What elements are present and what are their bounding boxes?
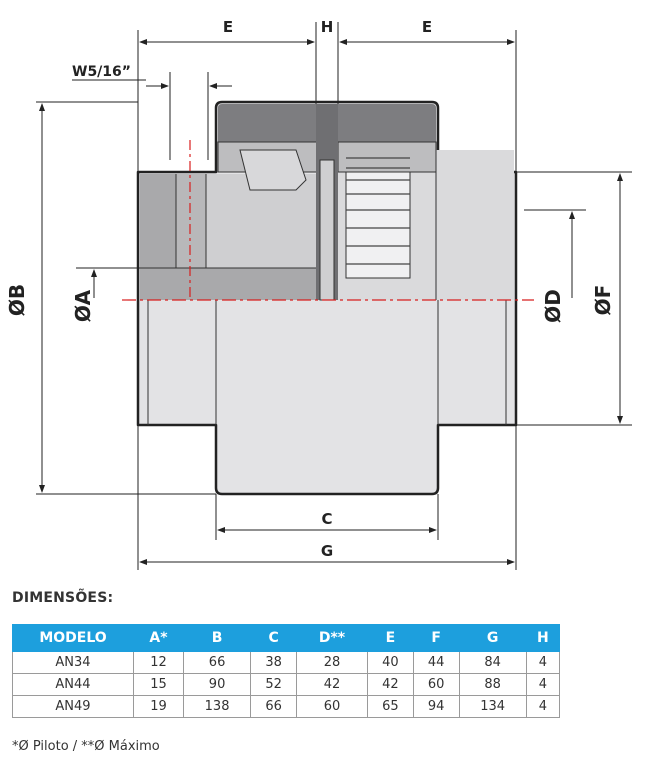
table-cell: AN34 — [12, 651, 134, 674]
table-cell: 138 — [182, 695, 252, 718]
table-cell: 4 — [525, 651, 561, 674]
label-f: ØF — [591, 285, 615, 316]
table-cell: 40 — [367, 651, 414, 674]
table-cell: 60 — [412, 673, 460, 696]
union-body — [136, 100, 518, 496]
section-title: DIMENSÕES: — [12, 590, 114, 606]
table-cell: 4 — [525, 673, 561, 696]
table-cell: 134 — [458, 695, 527, 718]
col-header: B — [182, 624, 252, 652]
label-e-right: E — [422, 18, 432, 36]
table-cell: 28 — [295, 651, 369, 674]
table-row: AN44 15 90 52 42 42 60 88 4 — [12, 673, 561, 696]
table-cell: 66 — [182, 651, 252, 674]
label-c: C — [321, 510, 332, 528]
table-cell: 88 — [458, 673, 527, 696]
table-cell: 42 — [295, 673, 369, 696]
table-cell: 19 — [133, 695, 184, 718]
label-d: ØD — [541, 289, 565, 323]
label-h: H — [321, 18, 334, 36]
table-cell: 60 — [295, 695, 369, 718]
table-cell: 44 — [412, 651, 460, 674]
table-header-row: MODELO A* B C D** E F G H — [12, 624, 561, 652]
col-header: F — [412, 624, 460, 652]
col-header: G — [458, 624, 527, 652]
table-cell: 42 — [367, 673, 414, 696]
footnote: *Ø Piloto / **Ø Máximo — [12, 739, 160, 754]
label-b: ØB — [5, 284, 29, 316]
dimensions-table: MODELO A* B C D** E F G H AN34 12 66 38 … — [12, 624, 561, 718]
table-cell: 84 — [458, 651, 527, 674]
table-cell: AN44 — [12, 673, 134, 696]
col-header: E — [367, 624, 414, 652]
table-cell: 66 — [250, 695, 297, 718]
col-header: A* — [133, 624, 184, 652]
table-row: AN49 19 138 66 60 65 94 134 4 — [12, 695, 561, 718]
table-cell: 52 — [250, 673, 297, 696]
table-cell: 94 — [412, 695, 460, 718]
extension-lines — [36, 22, 632, 570]
table-cell: 4 — [525, 695, 561, 718]
table-cell: 38 — [250, 651, 297, 674]
table-row: AN34 12 66 38 28 40 44 84 4 — [12, 651, 561, 674]
table-cell: 12 — [133, 651, 184, 674]
col-header: C — [250, 624, 297, 652]
label-w: W5/16” — [72, 64, 131, 80]
col-header: D** — [295, 624, 369, 652]
label-e-left: E — [223, 18, 233, 36]
technical-drawing: E H E W5/16” ØB ØA ØD ØF C G — [5, 18, 632, 570]
table-cell: AN49 — [12, 695, 134, 718]
col-header: H — [525, 624, 561, 652]
table-cell: 90 — [182, 673, 252, 696]
col-header: MODELO — [12, 624, 134, 652]
table-cell: 15 — [133, 673, 184, 696]
label-a: ØA — [71, 289, 95, 322]
label-g: G — [321, 542, 333, 560]
table-cell: 65 — [367, 695, 414, 718]
